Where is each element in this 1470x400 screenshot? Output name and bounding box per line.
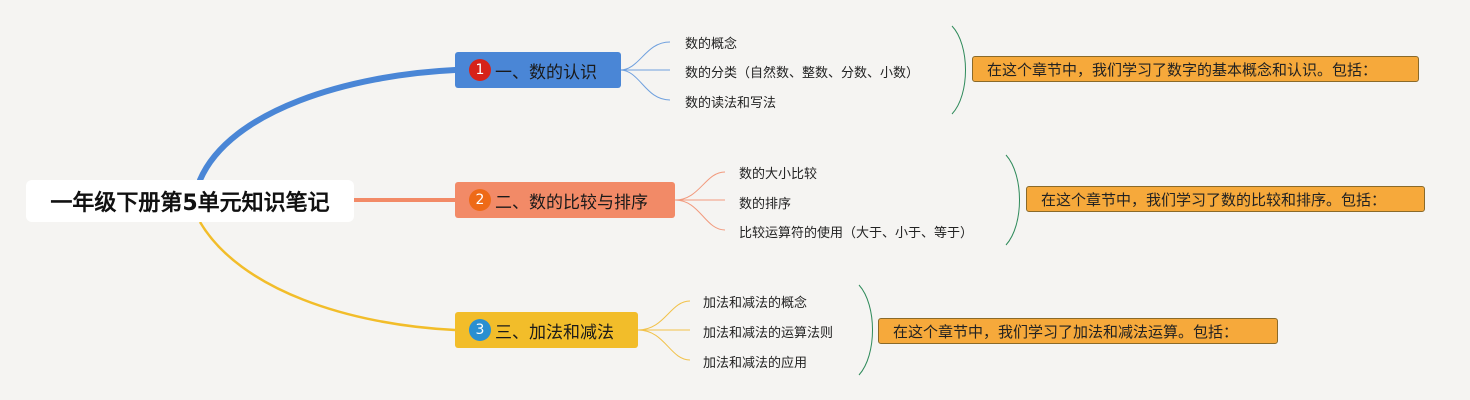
- leaf-2-2[interactable]: 数的排序: [739, 197, 792, 212]
- leaf-2-3[interactable]: 比较运算符的使用（大于、小于、等于）: [739, 226, 974, 241]
- leaf-3-3[interactable]: 加法和减法的应用: [703, 356, 808, 371]
- connector-branch-2-leaves: [674, 171, 726, 231]
- branch-title-3: 三、加法和减法: [495, 322, 614, 343]
- leaf-2-1[interactable]: 数的大小比较: [739, 167, 818, 182]
- root-title: 一年级下册第5单元知识笔记: [50, 191, 330, 216]
- branch-node-3[interactable]: 3 三、加法和减法: [455, 312, 638, 348]
- leaf-3-1[interactable]: 加法和减法的概念: [703, 296, 808, 311]
- leaf-1-3[interactable]: 数的读法和写法: [685, 96, 777, 111]
- summary-node-3[interactable]: 在这个章节中，我们学习了加法和减法运算。包括：: [878, 318, 1278, 344]
- connector-root-branch-1: [197, 67, 458, 183]
- number-badge-3: 3: [469, 319, 491, 341]
- branch-node-2[interactable]: 2 二、数的比较与排序: [455, 182, 675, 218]
- summary-text-3: 在这个章节中，我们学习了加法和减法运算。包括：: [893, 322, 1239, 341]
- summary-bracket-1: [951, 25, 966, 115]
- root-node[interactable]: 一年级下册第5单元知识笔记: [26, 180, 354, 222]
- summary-bracket-2: [1005, 154, 1020, 246]
- connector-branch-3-leaves: [637, 300, 691, 361]
- branch-title-2: 二、数的比较与排序: [495, 192, 648, 213]
- number-badge-2: 2: [469, 189, 491, 211]
- branch-node-1[interactable]: 1 一、数的认识: [455, 52, 621, 88]
- summary-node-2[interactable]: 在这个章节中，我们学习了数的比较和排序。包括：: [1026, 186, 1425, 212]
- summary-bracket-3: [858, 284, 873, 376]
- leaf-3-2[interactable]: 加法和减法的运算法则: [703, 326, 834, 341]
- leaf-1-2[interactable]: 数的分类（自然数、整数、分数、小数）: [685, 66, 920, 81]
- connector-branch-1-leaves: [619, 41, 671, 101]
- summary-node-1[interactable]: 在这个章节中，我们学习了数字的基本概念和认识。包括：: [972, 56, 1419, 82]
- branch-title-1: 一、数的认识: [495, 62, 597, 83]
- summary-text-1: 在这个章节中，我们学习了数字的基本概念和认识。包括：: [987, 60, 1378, 79]
- connector-root-branch-3: [198, 221, 456, 332]
- number-badge-1: 1: [469, 59, 491, 81]
- summary-text-2: 在这个章节中，我们学习了数的比较和排序。包括：: [1041, 190, 1387, 209]
- leaf-1-1[interactable]: 数的概念: [685, 37, 738, 52]
